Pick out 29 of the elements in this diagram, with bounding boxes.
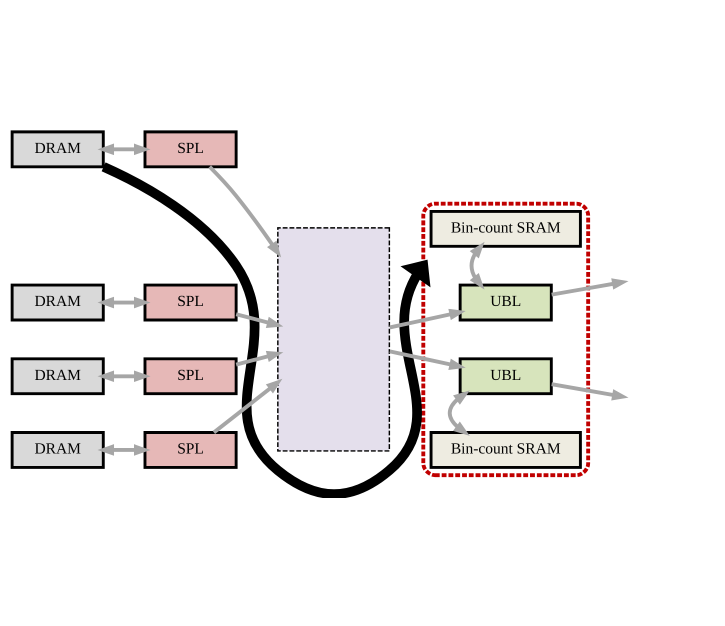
- arrow: [236, 312, 284, 328]
- arrow: [208, 165, 282, 258]
- arrow: [448, 390, 470, 436]
- node-box: SPL: [144, 357, 238, 396]
- node-box: DRAM: [10, 284, 105, 322]
- node-box: UBL: [458, 284, 553, 322]
- arrow: [389, 308, 466, 330]
- node-box: SPL: [144, 130, 238, 168]
- arrow: [389, 349, 466, 370]
- node-box: DRAM: [10, 130, 105, 168]
- arrow: [551, 278, 629, 297]
- node-box: SPL: [144, 431, 238, 469]
- node-box: Bin-count SRAM: [430, 210, 582, 248]
- arrow: [102, 162, 430, 498]
- cluster: [421, 202, 590, 478]
- node-box: SPL: [144, 284, 238, 322]
- arrow: [97, 144, 151, 156]
- arrow: [97, 296, 151, 308]
- node-box: DRAM: [10, 357, 105, 396]
- node-box: DRAM: [10, 431, 105, 469]
- arrow: [551, 382, 629, 401]
- node-box: UBL: [458, 357, 553, 396]
- arrow: [212, 378, 282, 434]
- arrow: [470, 242, 485, 290]
- arrow: [97, 444, 151, 456]
- arrow: [236, 350, 284, 366]
- node-box: [277, 227, 390, 452]
- node-box: Bin-count SRAM: [430, 431, 582, 469]
- arrow: [97, 370, 151, 382]
